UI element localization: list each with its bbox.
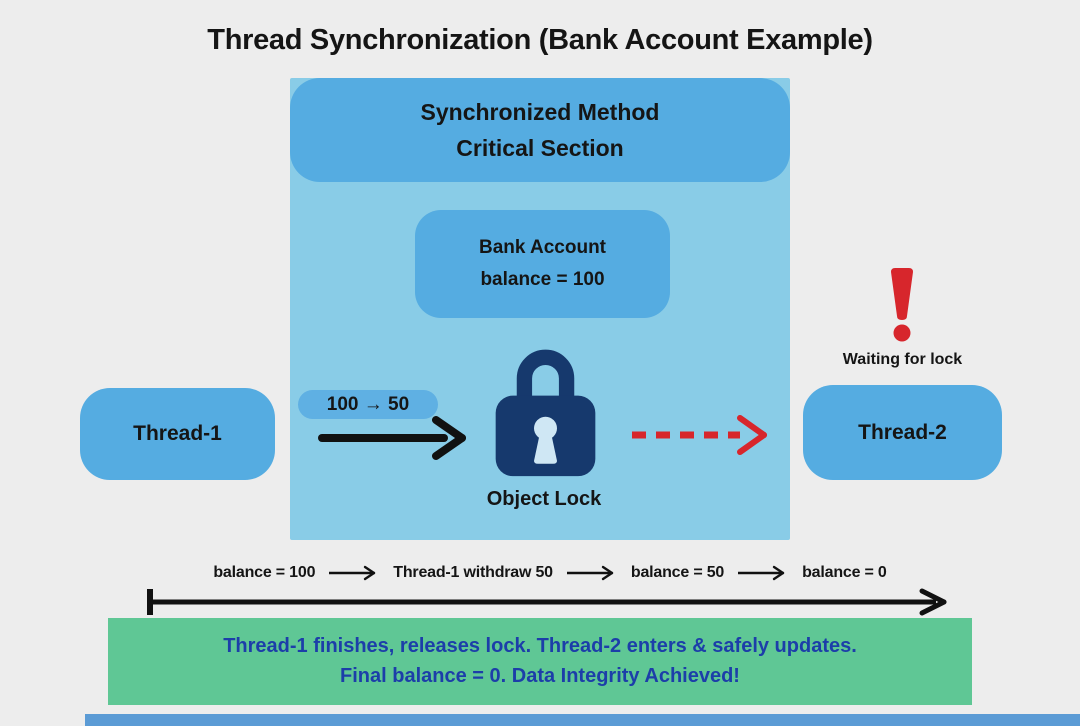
- page-title: Thread Synchronization (Bank Account Exa…: [207, 24, 873, 56]
- thread1-arrow-icon: [318, 416, 466, 460]
- timeline-axis-icon: [147, 588, 947, 616]
- summary-line-1: Thread-1 finishes, releases lock. Thread…: [223, 635, 857, 657]
- bank-account-name: Bank Account: [478, 237, 607, 258]
- object-lock-label: Object Lock: [486, 488, 602, 510]
- timeline-step-4: balance = 0: [802, 564, 887, 581]
- timeline-step-1: balance = 100: [213, 564, 316, 581]
- waiting-dashed-arrow-icon: [632, 415, 767, 455]
- bottom-accent-bar: [85, 714, 1080, 726]
- summary-box: Thread-1 finishes, releases lock. Thread…: [108, 618, 972, 705]
- thread1-label: Thread-1: [133, 422, 222, 445]
- timeline-arrow-icon: [566, 565, 614, 581]
- header-line-1: Synchronized Method: [420, 98, 660, 125]
- transition-label: 100 → 50: [326, 393, 410, 415]
- thread1-box: Thread-1: [80, 388, 275, 480]
- summary-line-2: Final balance = 0. Data Integrity Achiev…: [340, 665, 740, 687]
- timeline-arrow-icon: [738, 565, 785, 581]
- timeline-step-2: Thread-1 withdraw 50: [393, 564, 553, 581]
- thread2-status-label: Waiting for lock: [842, 351, 963, 368]
- balance-transition-badge: 100 → 50: [298, 390, 438, 419]
- timeline-arrow-icon: [329, 565, 376, 581]
- bank-account-balance: balance = 100: [480, 269, 605, 290]
- timeline-steps-row: balance = 100 Thread-1 withdraw 50 balan…: [140, 562, 960, 584]
- critical-section-header: Synchronized Method Critical Section: [290, 78, 790, 182]
- header-line-2: Critical Section: [456, 134, 624, 161]
- thread2-box: Thread-2: [803, 385, 1002, 480]
- thread2-label: Thread-2: [858, 420, 947, 444]
- exclamation-icon: [891, 268, 913, 342]
- padlock-icon: [495, 349, 596, 477]
- bank-account-box: Bank Account balance = 100: [415, 210, 670, 318]
- timeline-step-3: balance = 50: [630, 564, 725, 581]
